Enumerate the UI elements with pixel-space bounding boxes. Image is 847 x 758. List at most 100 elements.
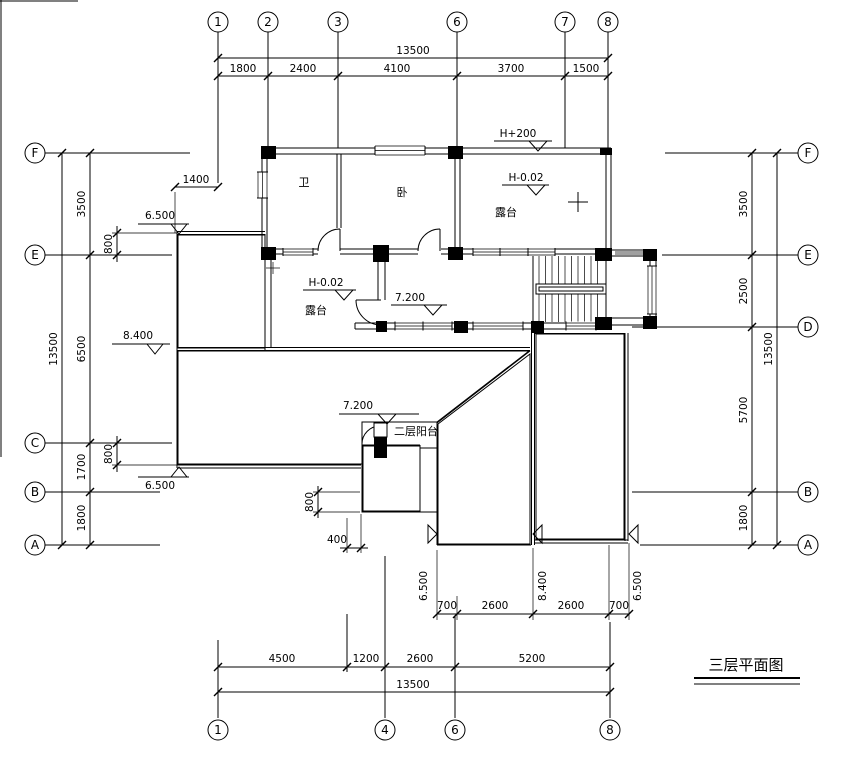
column (643, 316, 657, 329)
axis-label: E (804, 248, 812, 262)
axis-bubble: 2 (258, 12, 278, 148)
level-marker-roof-mid-left: 8.400 (112, 330, 170, 354)
axis-label: 3 (334, 15, 342, 29)
axis-label: 2 (264, 15, 272, 29)
axis-bubble: 1 (208, 640, 228, 740)
terrace-cross-mark (568, 192, 588, 212)
axis-bubble: F (665, 143, 818, 163)
roof-hip-line (437, 351, 530, 423)
walls-top-band (262, 148, 611, 255)
axis-label: E (31, 248, 39, 262)
axis-label: 1 (214, 15, 222, 29)
dimensions-left: 13500 3500 6500 1700 1800 1400 800 800 (48, 148, 223, 550)
axis-bubble: B (632, 482, 818, 502)
roof-hatch-left-strip (177, 231, 265, 468)
balcony-column-outline (374, 423, 387, 437)
axis-bubble: B (25, 482, 160, 502)
roof-hatch-lower-right (532, 333, 629, 545)
dim-800-top: 800 (103, 234, 115, 254)
dim-1400: 1400 (183, 174, 210, 186)
level-text: 6.500 (145, 480, 175, 492)
window-bathroom-bottom (283, 248, 313, 256)
dim-bottom-seg: 2600 (407, 653, 434, 665)
axis-label: 8 (606, 723, 614, 737)
dim-left-seg: 6500 (76, 336, 88, 363)
window-terrace-bottom (473, 248, 555, 256)
level-marker-left-terrace: H-0.02 (303, 277, 356, 300)
bedroom-door-arc (418, 229, 440, 251)
axis-bubble: D (632, 317, 818, 337)
axis-label: 1 (214, 723, 222, 737)
level-marker-top-terrace: H-0.02 (502, 172, 549, 195)
level-text: H-0.02 (508, 172, 543, 184)
level-text: 8.400 (537, 571, 549, 601)
dim-800-bottom: 800 (103, 444, 115, 464)
axis-bubble: 4 (375, 556, 395, 740)
sheet-frame-edge (0, 0, 78, 457)
axis-label: 8 (604, 15, 612, 29)
axis-label: A (31, 538, 40, 552)
axis-bubble: 6 (447, 12, 467, 148)
dim-left-seg: 1800 (76, 505, 88, 532)
axis-label: F (32, 146, 39, 160)
walls-middle-band (265, 254, 612, 350)
room-label-terrace-top: 露台 (495, 205, 517, 219)
level-text: H-0.02 (308, 277, 343, 289)
dim-balcony-800: 800 (304, 492, 316, 512)
dim-top-seg: 4100 (384, 63, 411, 75)
axis-label: F (805, 146, 812, 160)
balcony-column (374, 437, 387, 458)
dim-top-seg: 1800 (230, 63, 257, 75)
column (595, 248, 612, 261)
dim-top-seg: 1500 (573, 63, 600, 75)
balcony-area (362, 422, 437, 512)
column (531, 321, 544, 333)
axis-bubbles-top: 1 2 3 6 7 8 (208, 12, 618, 183)
column (595, 317, 612, 330)
dim-bottom-total: 13500 (396, 679, 429, 691)
dim-bottom-subseg: 2600 (558, 600, 585, 612)
axis-label: D (803, 320, 812, 334)
dim-top-seg: 3700 (498, 63, 525, 75)
window-bathroom-left (257, 172, 268, 198)
level-markers: H+200 H-0.02 H-0.02 7.200 7.200 6.500 8.… (112, 128, 644, 601)
dim-bottom-subseg: 700 (609, 600, 629, 612)
dim-left-seg: 1700 (76, 454, 88, 481)
dim-top-total: 13500 (396, 45, 429, 57)
axis-bubble: 3 (328, 12, 348, 148)
level-marker-roof-bottom-1: 6.500 (418, 525, 437, 601)
level-marker-h-plus-200: H+200 (494, 128, 552, 151)
axis-bubble: 1 (208, 12, 228, 183)
axis-bubble: E (662, 245, 818, 265)
level-marker-corridor: 7.200 (391, 292, 447, 315)
dimensions-bottom: 700 2600 2600 700 4500 1200 2600 5200 13… (213, 543, 634, 697)
column (643, 249, 657, 261)
axis-bubble: E (25, 245, 172, 265)
dim-bottom-subseg: 700 (437, 600, 457, 612)
room-label-balcony: 二层阳台 (394, 424, 438, 438)
dim-left-total: 13500 (48, 332, 60, 365)
room-label-terrace-left: 露台 (305, 303, 327, 317)
axis-label: C (31, 436, 39, 450)
dim-left-seg: 3500 (76, 191, 88, 218)
dimensions-top: 13500 1800 2400 4100 3700 1500 (213, 45, 613, 81)
level-text: 7.200 (343, 400, 373, 412)
level-text: H+200 (500, 128, 537, 140)
dim-top-seg: 2400 (290, 63, 317, 75)
level-marker-roof-bottom-2: 8.400 (533, 525, 549, 601)
level-text: 6.500 (418, 571, 430, 601)
axis-label: B (31, 485, 39, 499)
column (261, 247, 276, 260)
axis-bubble: F (25, 143, 190, 163)
window-wing-right (647, 266, 657, 314)
drawing-title-block: 三层平面图 (694, 656, 800, 684)
level-marker-roof-bottom-3: 6.500 (629, 525, 644, 601)
axis-bubble: 7 (555, 12, 575, 148)
axis-bubble: 6 (445, 616, 465, 740)
column (454, 321, 468, 333)
level-text: 8.400 (123, 330, 153, 342)
window-stair-bottom (566, 321, 596, 331)
bathroom-door-arc (318, 229, 340, 251)
